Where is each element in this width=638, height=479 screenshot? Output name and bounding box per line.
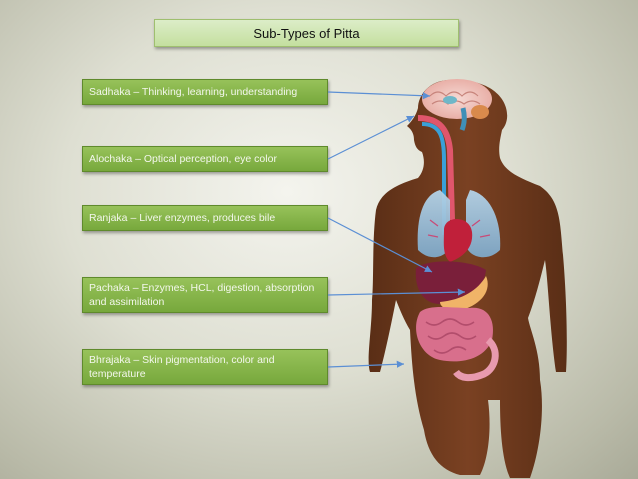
slide-title: Sub-Types of Pitta: [154, 19, 459, 47]
label-sadhaka: Sadhaka – Thinking, learning, understand…: [82, 79, 328, 105]
heart: [443, 218, 473, 262]
label-pachaka: Pachaka – Enzymes, HCL, digestion, absor…: [82, 277, 328, 313]
label-ranjaka: Ranjaka – Liver enzymes, produces bile: [82, 205, 328, 231]
connector-sadhaka: [327, 91, 431, 100]
liver: [415, 261, 486, 304]
connector-bhrajaka: [327, 360, 405, 368]
stomach: [440, 276, 488, 311]
label-bhrajaka: Bhrajaka – Skin pigmentation, color and …: [82, 349, 328, 385]
connector-alochaka: [327, 115, 415, 160]
connector-ranjaka: [327, 217, 433, 273]
label-alochaka: Alochaka – Optical perception, eye color: [82, 146, 328, 172]
right-lung: [466, 190, 501, 258]
connector-pachaka: [327, 288, 466, 296]
intestines: [416, 307, 494, 362]
